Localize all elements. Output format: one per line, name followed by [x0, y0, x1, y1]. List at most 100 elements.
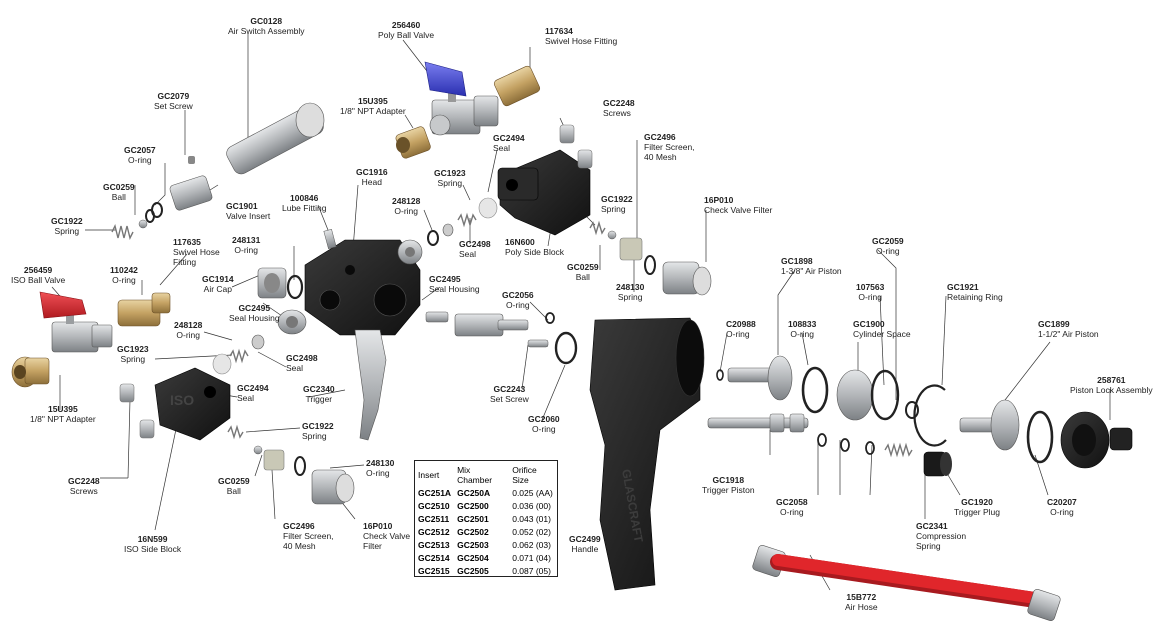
ball-gc0259-right: [607, 230, 617, 240]
trigger-plug: [923, 451, 952, 477]
mix-chamber: [425, 311, 529, 337]
piston-lock-assembly: [1060, 411, 1133, 469]
cell-insert: GC2514: [418, 552, 450, 563]
set-screw-gc2243: [527, 339, 549, 348]
swivel-hose-fitting-117634: [493, 65, 541, 107]
o-ring-110242: [145, 209, 155, 223]
o-ring-gc2058-c: [865, 441, 875, 455]
o-ring-gc2058-b: [840, 438, 850, 452]
cell-mix-chamber: GC2500: [457, 500, 489, 511]
spring-gc1923-right: [457, 212, 477, 228]
o-ring-108833: [801, 366, 829, 414]
filter-screen-left: [263, 449, 285, 471]
ball-gc0259-top: [138, 219, 148, 229]
retaining-ring: [913, 384, 947, 447]
air-switch-assembly: [226, 102, 325, 175]
cell-orifice: 0.062 (03): [512, 539, 551, 550]
gun-head: [304, 239, 421, 336]
cell-insert: GC2510: [418, 500, 450, 511]
air-piston-1-3-8: [727, 355, 793, 401]
cylinder-space: [836, 369, 874, 421]
seal-gc2494-right: [478, 197, 498, 219]
cell-insert: GC2513: [418, 539, 450, 550]
filter-screen-right: [619, 237, 643, 261]
cell-mix-chamber: GC2504: [457, 552, 489, 563]
seal-housing-left: [277, 309, 307, 335]
poly-ball-valve: [424, 61, 499, 136]
ball-gc0259-left: [253, 445, 263, 455]
air-cap: [257, 267, 287, 299]
trigger-piston: [707, 413, 809, 433]
o-ring-gc2060: [554, 331, 578, 365]
iso-npt-adapter: [11, 356, 50, 388]
spring-gc1923-left: [229, 348, 249, 364]
o-ring-c20207: [1026, 410, 1054, 464]
check-valve-filter-right: [662, 261, 712, 296]
seal-housing-right: [397, 239, 423, 265]
cell-mix-chamber: GC2502: [457, 526, 489, 537]
cell-insert: GC251A: [418, 487, 452, 498]
cell-mix-chamber: GC2505: [457, 565, 489, 576]
o-ring-248131: [286, 274, 304, 300]
check-valve-filter-left: [311, 469, 355, 505]
col-insert: Insert: [418, 470, 440, 480]
poly-side-block: [497, 149, 591, 236]
air-piston-1-1-2: [959, 399, 1020, 451]
set-screw-gc2079: [188, 156, 195, 164]
o-ring-gc2056: [545, 312, 555, 324]
cell-orifice: 0.025 (AA): [512, 487, 553, 498]
spring-gc1922-right: [589, 220, 606, 236]
seal-gc2498-left: [251, 334, 265, 350]
col-orifice-size: Orifice Size: [512, 465, 537, 485]
spring-gc1922-left: [227, 424, 244, 440]
air-hose: [752, 545, 1061, 621]
lube-fitting: [323, 228, 337, 250]
cell-mix-chamber: GC2503: [457, 539, 489, 550]
iso-side-block: ISO: [154, 367, 231, 441]
o-ring-248130-left: [294, 456, 306, 476]
trigger: [354, 329, 387, 441]
cell-orifice: 0.052 (02): [512, 526, 551, 537]
table-row: GC2513 GC2503 0.062 (03): [415, 538, 557, 551]
